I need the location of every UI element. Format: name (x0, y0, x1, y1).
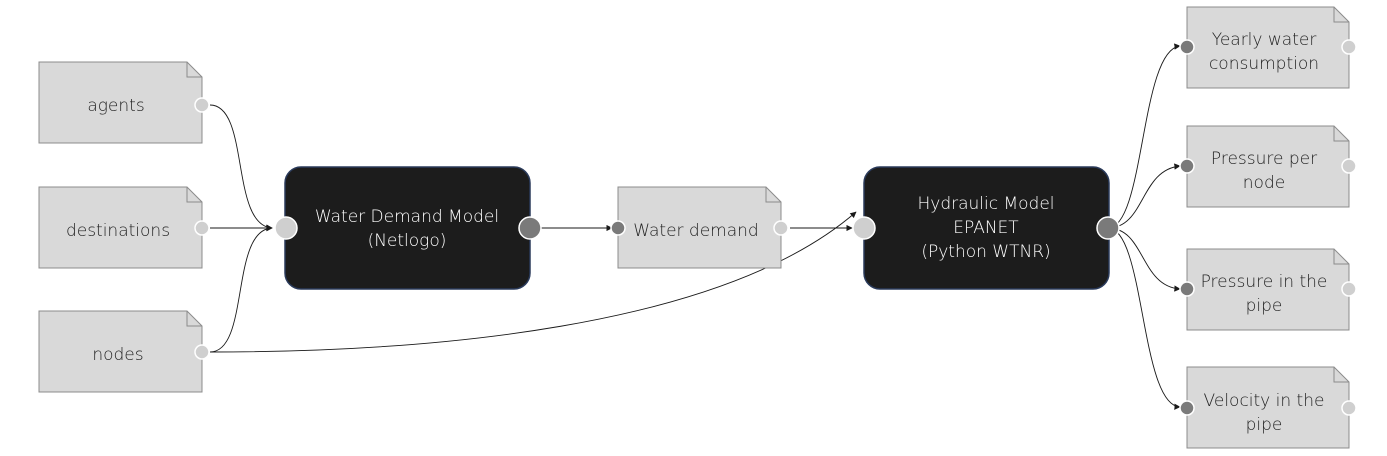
folded-corner (186, 187, 202, 203)
edge-agents-to-water-demand-model (209, 104, 273, 231)
water-demand-model-subtitle: (Netlogo) (368, 231, 447, 251)
data-node-agents[interactable]: agents (38, 61, 210, 144)
pressure-pipe-label-line1: Pressure in the (1201, 272, 1328, 292)
model-node-hydraulic[interactable]: Hydraulic Model EPANET (Python WTNR) (852, 166, 1120, 290)
edge-hydraulic-to-yearly-consumption (1107, 43, 1181, 229)
input-port[interactable] (1179, 281, 1195, 297)
water-demand-model-title: Water Demand Model (315, 207, 499, 227)
input-port[interactable] (852, 216, 876, 240)
edges (209, 43, 1181, 410)
data-node-water-demand[interactable]: Water demand (610, 186, 789, 269)
hydraulic-model-subtitle: (Python WTNR) (921, 242, 1050, 262)
output-port[interactable] (1096, 216, 1120, 240)
data-node-shape (1186, 248, 1350, 331)
destinations-label: destinations (66, 221, 170, 241)
input-port[interactable] (1179, 158, 1195, 174)
velocity-pipe-label-line1: Velocity in the (1204, 391, 1325, 411)
yearly-label-line1: Yearly water (1212, 30, 1317, 50)
input-port[interactable] (610, 220, 626, 236)
output-port[interactable] (194, 220, 210, 236)
model-node-water-demand[interactable]: Water Demand Model (Netlogo) (274, 166, 542, 290)
agents-label: agents (87, 96, 144, 116)
data-node-pressure-per-node[interactable]: Pressure per node (1179, 125, 1357, 208)
edge-hydraulic-to-velocity-in-pipe (1107, 227, 1181, 410)
output-port[interactable] (1341, 400, 1357, 416)
data-node-yearly-water-consumption[interactable]: Yearly water consumption (1179, 6, 1357, 89)
data-node-destinations[interactable]: destinations (38, 186, 210, 269)
output-port[interactable] (518, 216, 542, 240)
input-port[interactable] (1179, 400, 1195, 416)
data-node-pressure-in-the-pipe[interactable]: Pressure in the pipe (1179, 248, 1357, 331)
edge-hydraulic-to-pressure-per-node (1107, 163, 1181, 229)
folded-corner (765, 187, 781, 203)
data-node-velocity-in-the-pipe[interactable]: Velocity in the pipe (1179, 366, 1357, 449)
folded-corner (1333, 126, 1349, 142)
output-port[interactable] (1341, 281, 1357, 297)
folded-corner (1333, 249, 1349, 265)
nodes-label: nodes (92, 345, 143, 365)
pressure-node-label-line2: node (1243, 173, 1285, 193)
data-node-nodes[interactable]: nodes (38, 310, 210, 393)
velocity-pipe-label-line2: pipe (1246, 415, 1283, 435)
edge-nodes-to-hydraulic-model (209, 211, 857, 353)
edge-nodes-to-water-demand-model (209, 225, 273, 353)
hydraulic-model-engine: EPANET (953, 218, 1019, 238)
output-port[interactable] (194, 344, 210, 360)
folded-corner (186, 62, 202, 78)
hydraulic-model-title: Hydraulic Model (917, 194, 1054, 214)
folded-corner (1333, 367, 1349, 383)
output-port[interactable] (1341, 158, 1357, 174)
model-node-shape (284, 166, 531, 290)
data-node-shape (1186, 6, 1350, 89)
yearly-label-line2: consumption (1209, 54, 1319, 74)
output-port[interactable] (773, 220, 789, 236)
input-port[interactable] (274, 216, 298, 240)
output-port[interactable] (194, 97, 210, 113)
edge-hydraulic-to-pressure-in-pipe (1107, 227, 1181, 292)
water-demand-label: Water demand (633, 221, 758, 241)
folded-corner (1333, 7, 1349, 23)
pressure-node-label-line1: Pressure per (1211, 149, 1317, 169)
input-port[interactable] (1179, 39, 1195, 55)
folded-corner (186, 311, 202, 327)
output-port[interactable] (1341, 39, 1357, 55)
pressure-pipe-label-line2: pipe (1246, 296, 1283, 316)
data-node-shape (1186, 125, 1350, 208)
